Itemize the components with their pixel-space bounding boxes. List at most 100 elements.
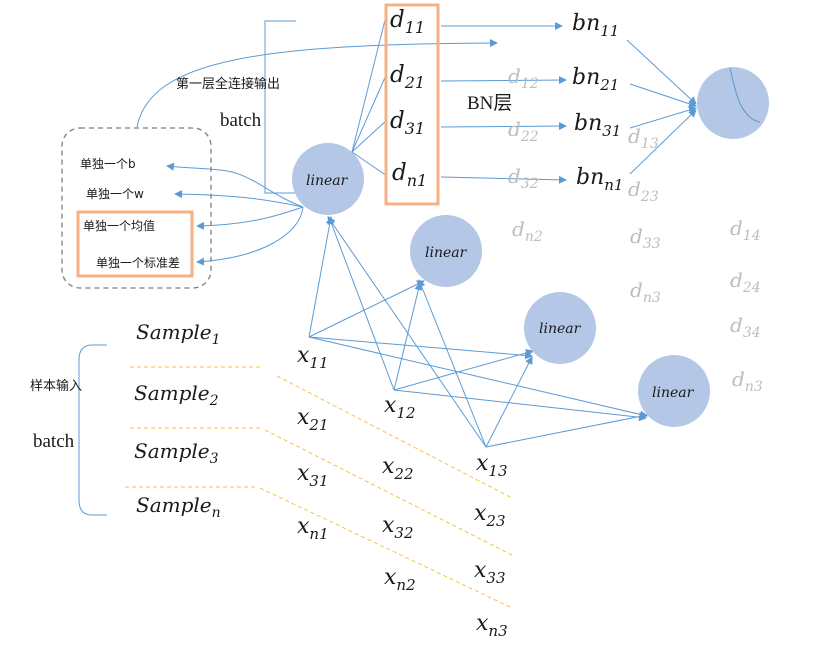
sample-2: Sample2 [134,381,219,409]
batch-bracket-top [264,20,296,194]
param-b-label: 单独一个b [80,157,136,171]
edge [327,216,487,448]
x-12: x12 [384,393,416,422]
sample-1: Sample1 [136,320,221,348]
linear-node-2 [410,215,482,287]
edge [393,282,423,391]
edge [351,119,388,153]
bn-layer-label: BN层 [467,93,512,114]
x-32: x32 [382,513,414,542]
x-21: x21 [297,405,329,434]
d-33: d33 [630,224,661,252]
edge [626,39,697,105]
d-32: d32 [508,164,539,192]
edge [440,175,567,184]
bn-column: bn11 bn21 bn31 bnn1 [572,11,623,194]
edge [440,76,567,85]
sample-n: Samplen [136,493,221,521]
edge [629,106,697,129]
edge [166,162,304,208]
samples: Sample1 Sample2 Sample3 Samplen [134,320,221,521]
edge [196,206,304,230]
edge [393,389,647,422]
edge [417,279,487,448]
linear-node-3 [524,292,596,364]
d-14: d14 [730,216,761,244]
edge [485,356,533,448]
d-31: d31 [390,108,425,138]
d-n4: dn3 [732,367,763,395]
output-node [697,67,769,139]
d-n1: dn1 [392,160,427,190]
edge [308,336,533,360]
linear-label-1: linear [306,173,349,189]
edge [393,349,534,391]
bn-n1: bnn1 [576,165,623,194]
d-12: d12 [508,64,539,92]
linear-label-2: linear [425,245,468,261]
x-31: x31 [297,461,329,490]
edge [629,83,697,108]
d-22: d22 [508,117,539,145]
x-n2: xn2 [384,565,416,594]
batch-bracket-left [78,344,107,516]
edge [440,122,567,131]
d-to-bn-edges [440,22,567,184]
edge [308,336,648,419]
linear-nodes [292,143,710,427]
edge [308,280,425,338]
d-column: d11 d21 d31 dn1 [390,7,427,190]
mean-std-highlight-box [76,210,194,278]
sample-input-label: 样本输入 [30,378,82,394]
linear-label-4: linear [652,385,695,401]
bn-21: bn21 [572,65,619,94]
edge [174,190,304,208]
linear-label-3: linear [539,321,582,337]
batch-top-label: batch [220,110,262,131]
bn-11: bn11 [572,11,619,40]
edge [629,109,697,175]
param-std-label: 单独一个标准差 [96,256,180,270]
param-w-label: 单独一个w [86,187,144,201]
batch-left-label: batch [33,431,75,452]
d-column-highlight-box [384,3,440,206]
x-n1: xn1 [297,514,329,543]
d-13: d13 [628,124,659,152]
output-circle [697,67,769,139]
edge [351,19,386,153]
x-values: x11 x21 x31 xn1 x12 x22 x32 xn2 x13 x23 … [297,343,508,640]
edge [485,412,648,448]
edge [351,72,388,153]
divider-diag-3 [259,487,513,609]
x-n3: xn3 [476,611,508,640]
param-mean-label: 单独一个均值 [83,218,155,233]
first-layer-output-label: 第一层全连接输出 [176,76,280,92]
param-curves [166,162,304,266]
d-n2: dn2 [512,217,543,245]
d-n3: dn3 [630,278,661,306]
x-22: x22 [382,454,414,483]
edge [327,216,395,391]
linear-node-4 [638,355,710,427]
d-23: d23 [628,177,659,205]
bn-to-output-edges [626,39,697,175]
d-34: d34 [730,313,761,341]
edge [351,151,388,177]
input-edges [308,216,648,448]
sample-3: Sample3 [134,439,219,467]
x-23: x23 [474,501,506,530]
x-33: x33 [474,558,506,587]
edge [308,216,334,338]
d-21: d21 [390,62,425,92]
bn-31: bn31 [574,111,621,140]
edge [196,206,304,266]
x-13: x13 [476,451,508,480]
d-24: d24 [730,268,761,296]
parameter-dashed-box [61,127,212,289]
linear-to-d-edges [351,19,388,177]
sample-dividers [125,366,513,609]
d-11: d11 [390,7,425,37]
x-11: x11 [297,343,329,372]
